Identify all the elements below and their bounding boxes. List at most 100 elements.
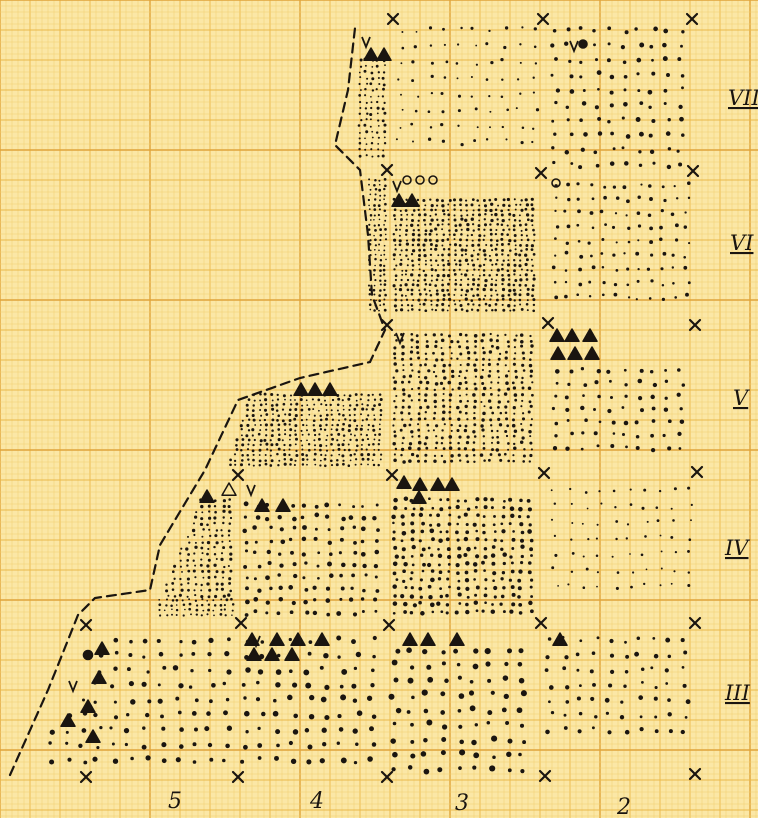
stipple-dot (410, 418, 413, 421)
stipple-dot (649, 45, 653, 49)
stipple-dot (393, 387, 396, 390)
stipple-dot (459, 382, 462, 385)
stipple-dot (252, 434, 254, 436)
stipple-dot (451, 430, 453, 432)
stipple-dot (668, 655, 671, 658)
stipple-dot (596, 554, 599, 557)
stipple-dot (483, 249, 486, 252)
stipple-dot (496, 448, 499, 451)
stipple-dot (649, 134, 653, 138)
stipple-dot (533, 253, 536, 256)
stipple-dot (445, 594, 449, 598)
triangle-marker-icon (413, 478, 427, 490)
stipple-dot (675, 551, 677, 553)
stipple-dot (438, 563, 441, 566)
stipple-dot (393, 352, 396, 355)
stipple-dot (556, 382, 559, 385)
stipple-dot (201, 598, 203, 600)
stipple-dot (402, 399, 405, 402)
stipple-dot (455, 263, 457, 265)
stipple-dot (329, 573, 334, 578)
stipple-dot (78, 744, 82, 748)
stipple-dot (375, 188, 378, 191)
stipple-dot (580, 406, 584, 410)
stipple-dot (662, 284, 664, 286)
stipple-dot (579, 255, 583, 259)
stipple-dot (340, 538, 344, 542)
stipple-dot (448, 522, 452, 526)
stipple-dot (576, 182, 579, 185)
stipple-dot (200, 547, 203, 550)
stipple-dot (459, 284, 462, 287)
stipple-dot (260, 415, 262, 417)
stipple-dot (489, 765, 495, 771)
stipple-dot (278, 423, 281, 426)
stipple-dot (401, 31, 403, 33)
stipple-dot (505, 721, 509, 725)
stipple-dot (360, 398, 362, 400)
stipple-dot (506, 108, 509, 111)
stipple-dot (545, 730, 550, 735)
stipple-dot (518, 662, 523, 667)
stipple-dot (567, 383, 570, 386)
stipple-dot (343, 440, 345, 442)
stipple-dot (473, 139, 476, 142)
stipple-dot (483, 235, 485, 237)
stipple-dot (583, 89, 586, 92)
stipple-dot (290, 551, 294, 555)
stipple-dot (367, 414, 369, 416)
stipple-dot (293, 714, 298, 719)
stipple-dot (438, 577, 441, 580)
stipple-dot (636, 298, 638, 300)
stipple-dot (374, 224, 376, 226)
stipple-dot (557, 585, 559, 587)
stipple-dot (518, 264, 521, 267)
stipple-dot (505, 138, 507, 140)
stipple-dot (504, 392, 507, 395)
column-label: 4 (309, 789, 324, 814)
stipple-dot (449, 442, 452, 445)
stipple-dot (294, 460, 296, 462)
stipple-dot (437, 224, 440, 227)
stipple-dot (477, 126, 479, 128)
stipple-dot (565, 700, 569, 704)
stipple-dot (459, 300, 461, 302)
stipple-dot (185, 547, 188, 550)
stipple-dot (259, 409, 261, 411)
stipple-dot (554, 554, 557, 557)
stipple-dot (418, 209, 420, 211)
stipple-dot (425, 358, 428, 361)
stipple-dot (487, 710, 492, 715)
stipple-dot (394, 380, 398, 384)
stipple-dot (295, 438, 298, 441)
stipple-dot (222, 522, 224, 524)
stipple-dot (339, 551, 342, 554)
stipple-dot (401, 274, 403, 276)
stipple-dot (612, 253, 615, 256)
stipple-dot (473, 412, 475, 414)
stipple-dot (592, 726, 595, 729)
stipple-dot (521, 141, 524, 144)
stipple-dot (651, 119, 655, 123)
stipple-dot (416, 31, 418, 33)
stipple-dot (412, 244, 414, 246)
stipple-dot (402, 569, 406, 573)
stipple-dot (426, 340, 429, 343)
stipple-dot (259, 464, 261, 466)
stipple-dot (186, 564, 188, 566)
stipple-dot (506, 233, 509, 236)
stipple-dot (379, 234, 382, 237)
stipple-dot (410, 350, 413, 353)
stipple-dot (624, 75, 628, 79)
stipple-dot (314, 537, 318, 541)
stipple-dot (510, 506, 515, 511)
stipple-dot (579, 61, 582, 64)
stipple-dot (379, 269, 382, 272)
stipple-dot (495, 208, 498, 211)
stipple-dot (512, 530, 515, 533)
stipple-dot (212, 610, 214, 612)
stipple-dot (393, 459, 397, 463)
stipple-dot (411, 308, 414, 311)
cross-marker-icon (538, 14, 548, 24)
stipple-dot (439, 498, 442, 501)
